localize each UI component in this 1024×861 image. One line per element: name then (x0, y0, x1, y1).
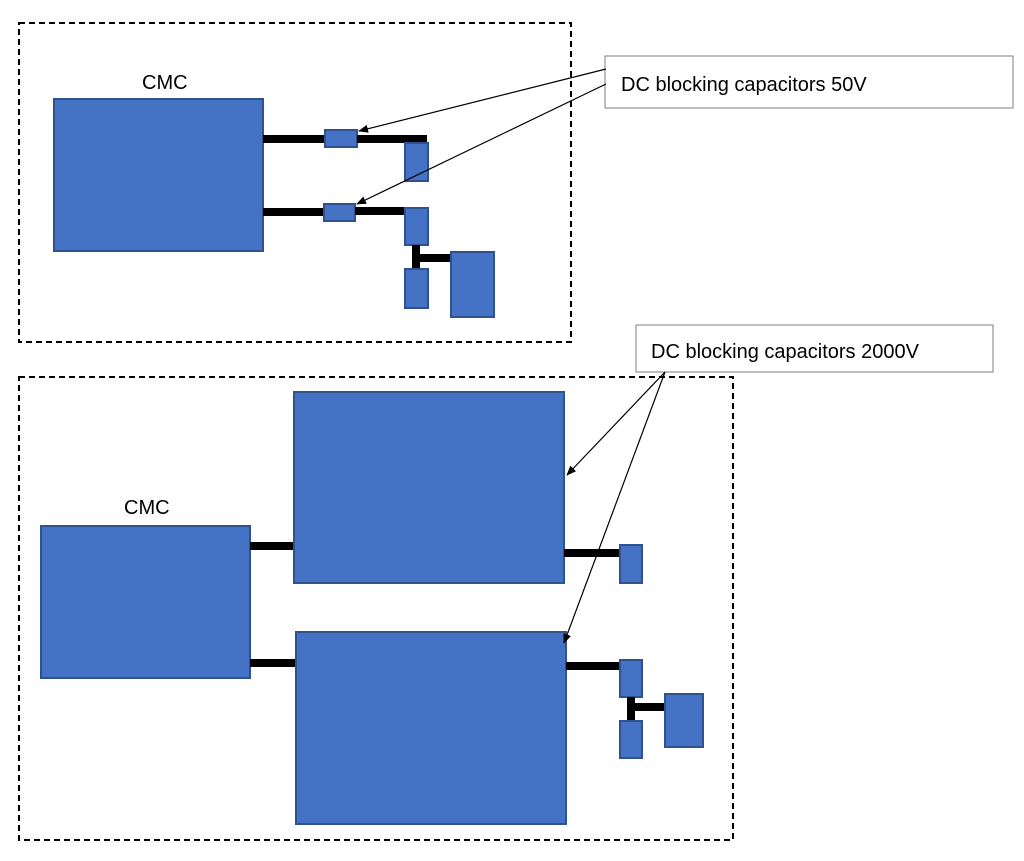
top-dc-capacitor-upper (324, 129, 358, 148)
bottom-dc-capacitor-upper (293, 391, 565, 584)
bottom-wire-upper-2 (564, 549, 621, 557)
top-callout-text: DC blocking capacitors 50V (621, 74, 867, 96)
bottom-component-small (619, 720, 643, 759)
bottom-callout-arrow-2 (563, 371, 666, 644)
top-wire-upper-1 (263, 135, 325, 143)
top-cmc-block (53, 98, 264, 252)
bottom-callout-box (635, 324, 994, 373)
bottom-wire-upper-1 (250, 542, 295, 550)
top-component-lower (404, 207, 429, 246)
bottom-cmc-block (40, 525, 251, 679)
top-callout-arrow-1 (358, 68, 607, 133)
top-cmc-label: CMC (142, 72, 188, 94)
bottom-panel: CMC DC blocking capacitors 2000V (18, 324, 994, 841)
top-component-upper (404, 142, 429, 182)
top-wire-upper-2 (357, 135, 427, 143)
bottom-component-lower (619, 659, 643, 698)
top-panel-frame (18, 22, 572, 343)
top-wire-lower-1 (263, 208, 324, 216)
top-component-large (450, 251, 495, 318)
bottom-callout-arrow-1 (566, 371, 666, 476)
bottom-dc-capacitor-lower (295, 631, 567, 825)
bottom-wire-lower-1 (250, 659, 297, 667)
top-wire-branch-horizontal (412, 254, 451, 262)
top-dc-capacitor-lower (323, 203, 356, 222)
top-wire-lower-2 (355, 207, 427, 215)
bottom-callout-text: DC blocking capacitors 2000V (651, 341, 920, 363)
top-panel: CMC DC blocking capacitors 50V (18, 22, 1014, 343)
top-callout-arrow-2 (356, 83, 607, 205)
top-callout-box (604, 55, 1014, 109)
bottom-wire-lower-2 (566, 662, 621, 670)
bottom-component-upper (619, 544, 643, 584)
bottom-component-large (664, 693, 704, 748)
bottom-panel-frame (18, 376, 734, 841)
bottom-cmc-label: CMC (124, 497, 170, 519)
top-component-small (404, 268, 429, 309)
bottom-wire-branch-horizontal (627, 703, 665, 711)
